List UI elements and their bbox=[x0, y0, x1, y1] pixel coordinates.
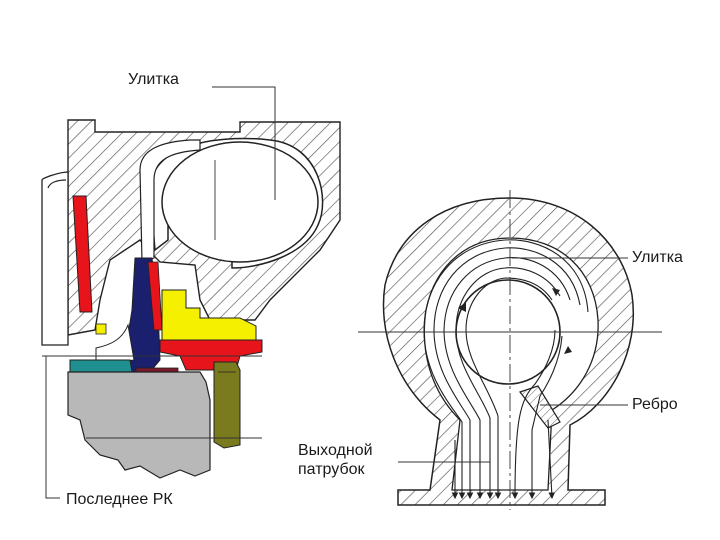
loop-arrow-2 bbox=[564, 346, 572, 354]
red-stator-blade bbox=[72, 195, 93, 313]
gray-hub-body bbox=[67, 371, 211, 479]
label-outlet: Выходной патрубок bbox=[298, 441, 373, 479]
label-last-stage: Последнее РК bbox=[66, 491, 173, 508]
olive-side-part bbox=[213, 361, 241, 449]
leader-volute-left bbox=[212, 86, 276, 200]
loop-arrow-3 bbox=[458, 302, 466, 312]
leader-last-stage bbox=[45, 356, 60, 499]
label-rib: Ребро bbox=[632, 396, 678, 413]
cross-section bbox=[358, 190, 662, 510]
loop-arrow-1 bbox=[552, 288, 560, 296]
label-volute-left: Улитка bbox=[128, 71, 179, 88]
label-outlet-line1: Выходной bbox=[298, 442, 373, 459]
volute-passage bbox=[139, 139, 201, 263]
red-collar bbox=[159, 339, 263, 371]
yellow-nub bbox=[95, 323, 107, 335]
longitudinal-section bbox=[41, 86, 341, 499]
label-volute-right: Улитка bbox=[632, 249, 683, 266]
left-flange bbox=[41, 171, 69, 346]
volute-inner bbox=[161, 141, 319, 263]
label-outlet-line2: патрубок bbox=[298, 461, 365, 478]
teal-bearing bbox=[69, 359, 133, 373]
